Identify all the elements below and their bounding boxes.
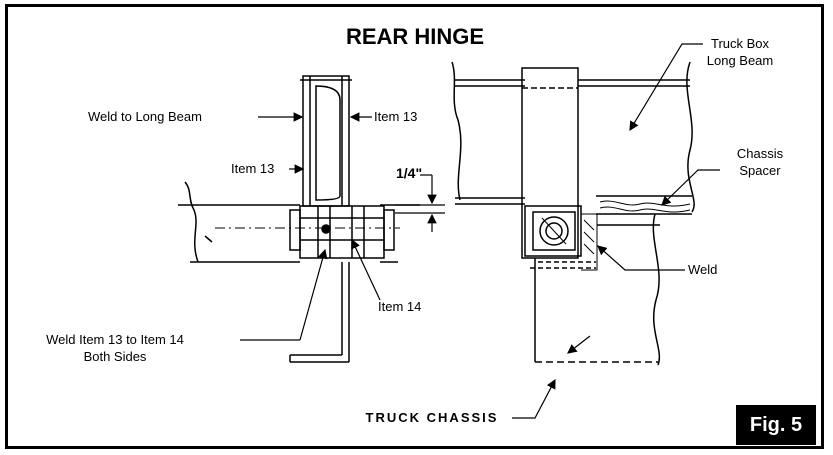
right-hinge-assembly <box>451 61 695 366</box>
diagram-title: REAR HINGE <box>346 24 484 49</box>
label-weld-item13-line1: Weld Item 13 to Item 14 <box>46 332 184 347</box>
label-weld-item13-line2: Both Sides <box>84 349 147 364</box>
label-item13-side: Item 13 <box>231 161 274 176</box>
label-truck-box-line2: Long Beam <box>707 53 774 68</box>
dimension-label: 1/4" <box>396 165 422 181</box>
gap-dimension <box>395 174 445 232</box>
label-chassis-spacer-line1: Chassis <box>737 146 784 161</box>
label-truck-box-line1: Truck Box <box>711 36 770 51</box>
label-truck-chassis: TRUCK CHASSIS <box>366 410 499 425</box>
label-item13-top: Item 13 <box>374 109 417 124</box>
label-chassis-spacer-line2: Spacer <box>739 163 781 178</box>
leader-lines <box>240 43 720 419</box>
label-weld: Weld <box>688 262 717 277</box>
figure-number-badge: Fig. 5 <box>736 405 816 445</box>
label-item14: Item 14 <box>378 299 421 314</box>
label-weld-to-long-beam: Weld to Long Beam <box>88 109 202 124</box>
left-hinge-assembly <box>178 75 420 363</box>
